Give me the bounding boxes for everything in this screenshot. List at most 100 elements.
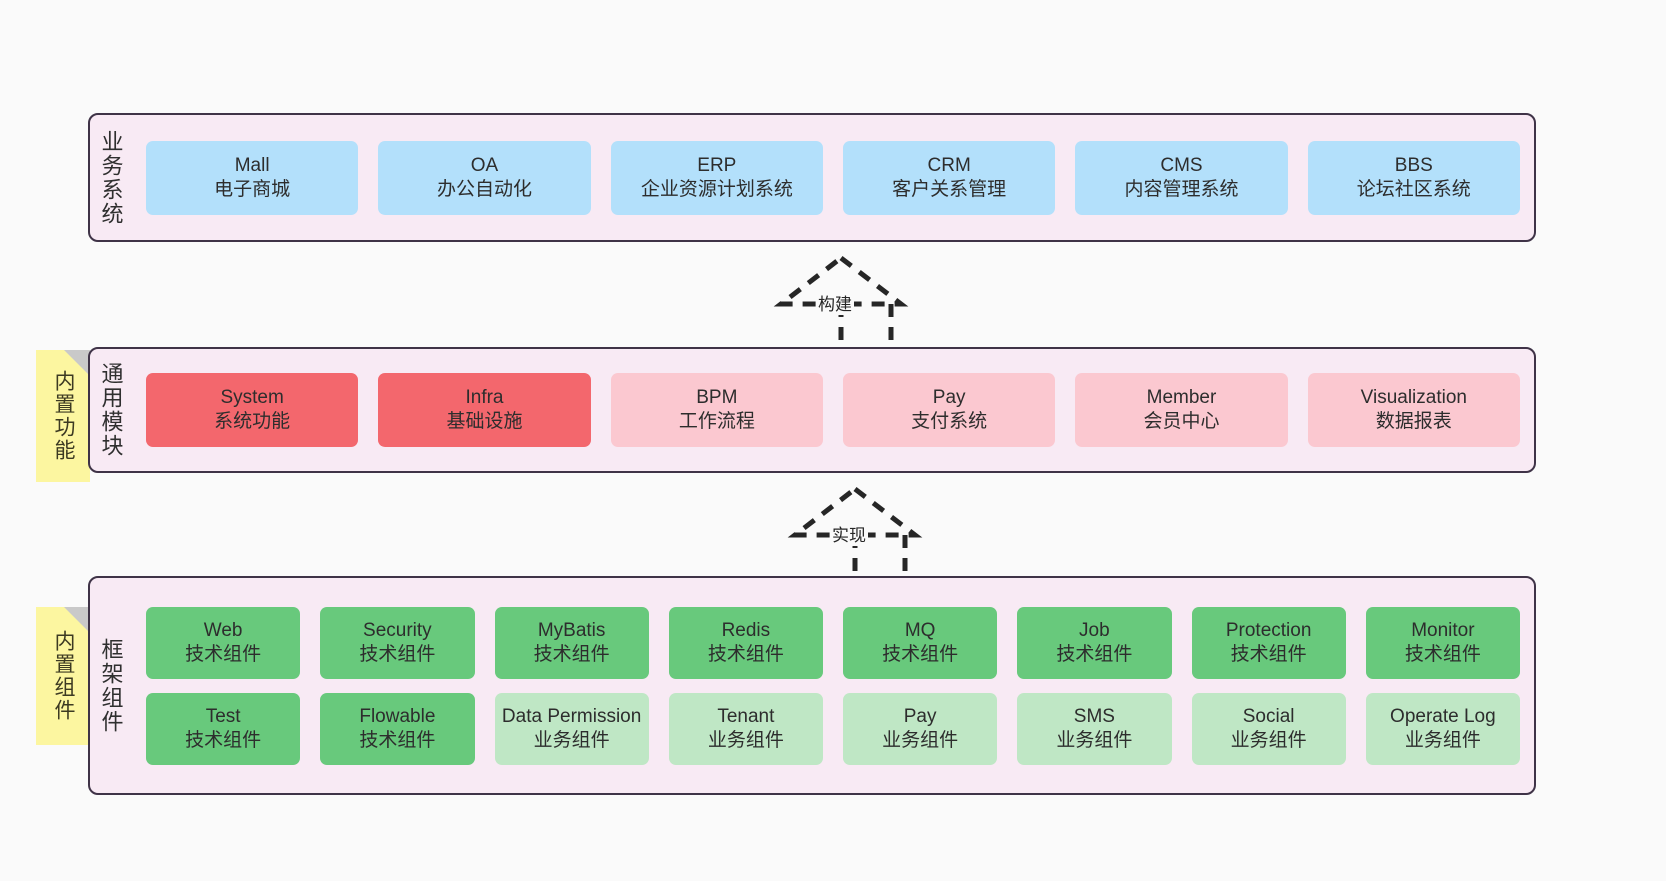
- node-title: Redis: [721, 619, 771, 641]
- node-subtitle: 技术组件: [1230, 643, 1307, 665]
- sticky-note-label: 内置功能: [52, 370, 76, 462]
- node-title: Pay: [903, 705, 937, 727]
- node-title: Flowable: [359, 705, 436, 727]
- sticky-note-builtin-features: 内置功能: [36, 350, 90, 482]
- node-pay-component[interactable]: Pay 业务组件: [843, 692, 998, 765]
- node-monitor[interactable]: Monitor 技术组件: [1365, 606, 1520, 679]
- node-title: ERP: [697, 154, 737, 176]
- node-title: CMS: [1160, 154, 1203, 176]
- node-pay-module[interactable]: Pay 支付系统: [842, 373, 1056, 447]
- node-subtitle: 系统功能: [214, 411, 291, 432]
- connector-label: 实现: [830, 521, 868, 546]
- layer-framework-components: 框架组件 Web 技术组件 Security 技术组件 MyBatis 技术组件…: [88, 576, 1536, 795]
- node-subtitle: 会员中心: [1143, 411, 1220, 432]
- node-redis[interactable]: Redis 技术组件: [668, 606, 823, 679]
- node-subtitle: 技术组件: [533, 643, 610, 665]
- node-crm[interactable]: CRM 客户关系管理: [842, 140, 1056, 215]
- node-subtitle: 业务组件: [1056, 729, 1133, 751]
- node-bpm[interactable]: BPM 工作流程: [610, 373, 823, 447]
- node-subtitle: 技术组件: [185, 643, 262, 665]
- node-row: System 系统功能 Infra 基础设施 BPM 工作流程 Pay 支付系统…: [146, 373, 1520, 447]
- node-subtitle: 办公自动化: [436, 178, 532, 200]
- node-flowable[interactable]: Flowable 技术组件: [320, 692, 475, 765]
- node-title: Data Permission: [501, 705, 642, 727]
- node-title: Member: [1146, 387, 1217, 409]
- node-subtitle: 企业资源计划系统: [640, 178, 793, 200]
- node-title: Pay: [932, 387, 966, 409]
- node-infra[interactable]: Infra 基础设施: [378, 373, 591, 447]
- node-title: Job: [1079, 619, 1110, 641]
- node-bbs[interactable]: BBS 论坛社区系统: [1307, 140, 1520, 215]
- node-subtitle: 基础设施: [446, 411, 523, 432]
- node-title: Monitor: [1411, 619, 1475, 641]
- node-title: MyBatis: [537, 619, 606, 641]
- node-operate-log[interactable]: Operate Log 业务组件: [1365, 692, 1520, 765]
- node-test[interactable]: Test 技术组件: [146, 692, 301, 765]
- node-visualization[interactable]: Visualization 数据报表: [1307, 373, 1520, 447]
- node-title: System: [220, 387, 284, 409]
- node-title: Tenant: [717, 705, 775, 727]
- node-mq[interactable]: MQ 技术组件: [843, 606, 998, 679]
- layer-title-framework-components: 框架组件: [98, 637, 124, 734]
- node-subtitle: 业务组件: [1230, 729, 1307, 751]
- node-title: Infra: [465, 387, 504, 409]
- node-row: Mall 电子商城 OA 办公自动化 ERP 企业资源计划系统 CRM 客户关系…: [146, 140, 1520, 215]
- node-mybatis[interactable]: MyBatis 技术组件: [494, 606, 649, 679]
- node-title: Mall: [234, 154, 270, 176]
- node-row: Test 技术组件 Flowable 技术组件 Data Permission …: [146, 692, 1520, 765]
- node-subtitle: 技术组件: [882, 643, 959, 665]
- node-title: Protection: [1225, 619, 1312, 641]
- node-subtitle: 客户关系管理: [892, 178, 1007, 200]
- node-social[interactable]: Social 业务组件: [1191, 692, 1346, 765]
- node-member[interactable]: Member 会员中心: [1075, 373, 1288, 447]
- layer-body-common-modules: System 系统功能 Infra 基础设施 BPM 工作流程 Pay 支付系统…: [132, 349, 1534, 471]
- layer-body-framework-components: Web 技术组件 Security 技术组件 MyBatis 技术组件 Redi…: [132, 578, 1534, 793]
- node-data-permission[interactable]: Data Permission 业务组件: [494, 692, 649, 765]
- connector-label: 构建: [816, 290, 854, 315]
- connector-implement: 实现: [770, 483, 940, 578]
- node-subtitle: 工作流程: [678, 411, 755, 432]
- node-subtitle: 业务组件: [707, 729, 784, 751]
- node-subtitle: 内容管理系统: [1124, 178, 1239, 200]
- node-protection[interactable]: Protection 技术组件: [1191, 606, 1346, 679]
- sticky-note-builtin-components: 内置组件: [36, 607, 90, 745]
- node-subtitle: 论坛社区系统: [1356, 178, 1471, 200]
- node-security[interactable]: Security 技术组件: [320, 606, 475, 679]
- node-subtitle: 技术组件: [707, 643, 784, 665]
- node-title: Visualization: [1360, 387, 1467, 409]
- node-title: Web: [203, 619, 243, 641]
- connector-build: 构建: [756, 252, 926, 347]
- node-job[interactable]: Job 技术组件: [1017, 606, 1172, 679]
- node-subtitle: 技术组件: [1404, 643, 1481, 665]
- node-cms[interactable]: CMS 内容管理系统: [1075, 140, 1288, 215]
- node-mall[interactable]: Mall 电子商城: [146, 140, 359, 215]
- node-subtitle: 技术组件: [185, 729, 262, 751]
- layer-common-modules: 通用模块 System 系统功能 Infra 基础设施 BPM 工作流程 Pay…: [88, 347, 1536, 473]
- layer-body-business-systems: Mall 电子商城 OA 办公自动化 ERP 企业资源计划系统 CRM 客户关系…: [132, 115, 1534, 240]
- layer-title-business-systems: 业务系统: [98, 129, 124, 226]
- node-title: MQ: [904, 619, 936, 641]
- node-web[interactable]: Web 技术组件: [146, 606, 301, 679]
- node-subtitle: 支付系统: [911, 411, 988, 432]
- sticky-note-label: 内置组件: [52, 630, 76, 722]
- node-title: BPM: [696, 387, 738, 409]
- node-sms[interactable]: SMS 业务组件: [1017, 692, 1172, 765]
- node-title: CRM: [927, 154, 971, 176]
- node-subtitle: 数据报表: [1375, 411, 1452, 432]
- node-tenant[interactable]: Tenant 业务组件: [668, 692, 823, 765]
- node-erp[interactable]: ERP 企业资源计划系统: [610, 140, 823, 215]
- node-system[interactable]: System 系统功能: [146, 373, 359, 447]
- layer-business-systems: 业务系统 Mall 电子商城 OA 办公自动化 ERP 企业资源计划系统 CRM…: [88, 113, 1536, 242]
- node-row: Web 技术组件 Security 技术组件 MyBatis 技术组件 Redi…: [146, 606, 1520, 679]
- node-title: Operate Log: [1390, 705, 1496, 727]
- node-oa[interactable]: OA 办公自动化: [378, 140, 591, 215]
- node-subtitle: 业务组件: [882, 729, 959, 751]
- node-subtitle: 电子商城: [214, 178, 291, 200]
- node-title: SMS: [1073, 705, 1115, 727]
- node-title: Test: [205, 705, 241, 727]
- node-subtitle: 技术组件: [359, 729, 436, 751]
- node-subtitle: 业务组件: [533, 729, 610, 751]
- node-title: BBS: [1394, 154, 1433, 176]
- node-title: Social: [1242, 705, 1295, 727]
